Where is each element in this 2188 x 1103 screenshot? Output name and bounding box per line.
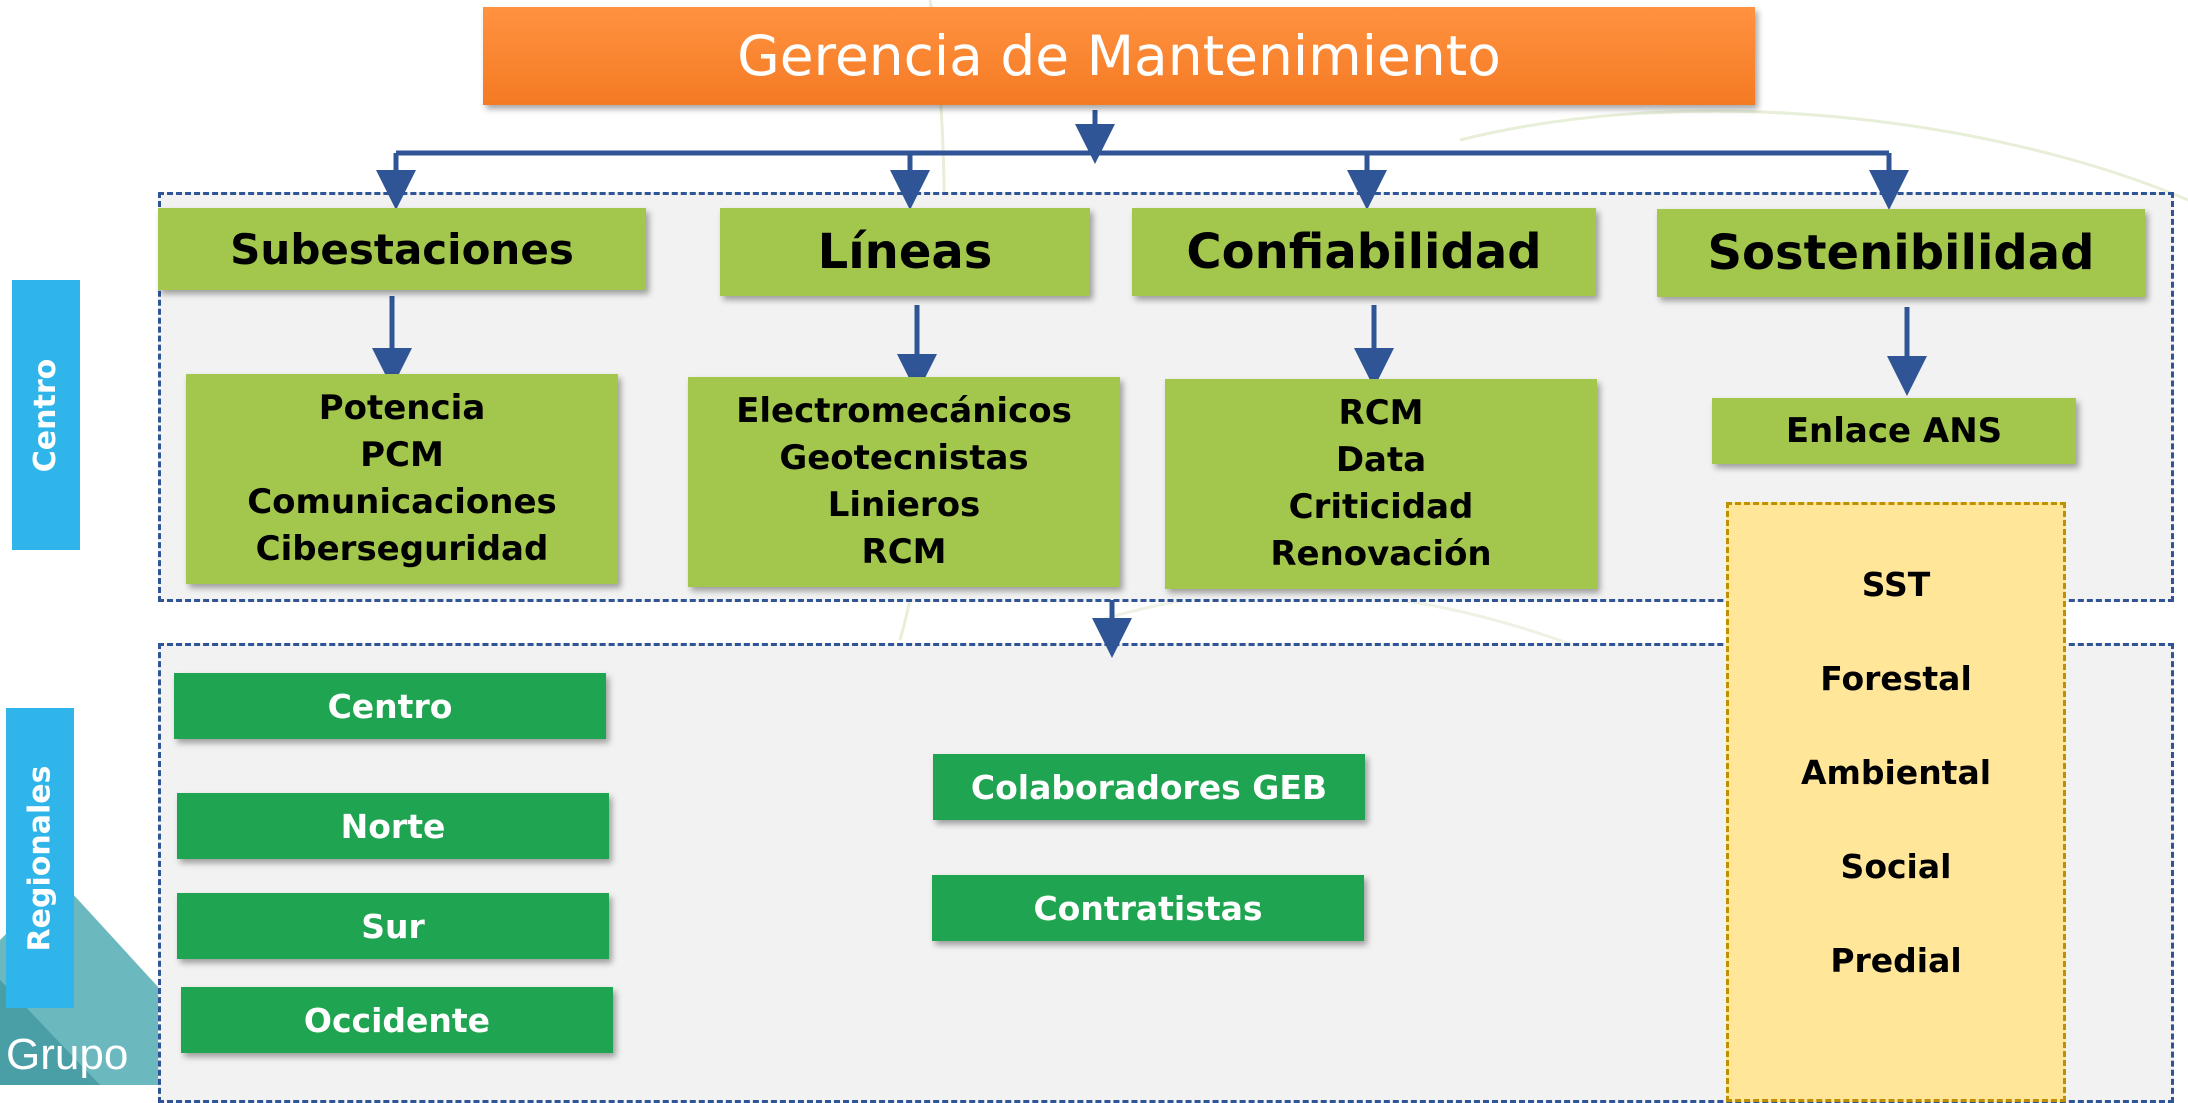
- teams-confiabilidad: RCM Data Criticidad Renovación: [1165, 379, 1597, 589]
- team-item: Criticidad: [1288, 487, 1474, 527]
- regional-occidente: Occidente: [181, 987, 613, 1053]
- dept-subestaciones: Subestaciones: [158, 208, 646, 290]
- personal-colaboradores-geb: Colaboradores GEB: [933, 754, 1365, 820]
- regional-occidente-label: Occidente: [303, 1000, 491, 1040]
- regional-sur-label: Sur: [361, 906, 425, 946]
- area-item: Ambiental: [1800, 753, 1992, 792]
- side-tab-regionales: Regionales: [6, 708, 74, 1008]
- personal-contratistas: Contratistas: [932, 875, 1364, 941]
- dept-confiabilidad: Confiabilidad: [1132, 208, 1596, 296]
- team-item: RCM: [861, 532, 947, 572]
- team-item: PCM: [360, 435, 444, 475]
- regional-norte: Norte: [177, 793, 609, 859]
- sostenibilidad-areas-box: SST Forestal Ambiental Social Predial: [1726, 502, 2066, 1102]
- dept-sostenibilidad-label: Sostenibilidad: [1707, 225, 2095, 281]
- team-item: Linieros: [827, 485, 981, 525]
- teams-sostenibilidad: Enlace ANS: [1712, 398, 2076, 464]
- area-item: Forestal: [1820, 659, 1972, 698]
- personal-contratistas-label: Contratistas: [1033, 888, 1263, 928]
- teams-lineas: Electromecánicos Geotecnistas Linieros R…: [688, 377, 1120, 587]
- regional-sur: Sur: [177, 893, 609, 959]
- dept-confiabilidad-label: Confiabilidad: [1186, 224, 1542, 280]
- team-item: RCM: [1338, 393, 1424, 433]
- team-item: Geotecnistas: [779, 438, 1029, 478]
- teams-subestaciones: Potencia PCM Comunicaciones Cibersegurid…: [186, 374, 618, 584]
- team-item: Renovación: [1270, 534, 1492, 574]
- dept-subestaciones-label: Subestaciones: [230, 224, 574, 274]
- team-item: Electromecánicos: [736, 391, 1072, 431]
- regional-centro: Centro: [174, 673, 606, 739]
- team-item: Comunicaciones: [247, 482, 557, 522]
- side-tab-centro: Centro: [12, 280, 80, 550]
- company-logo-text: Grupo: [6, 1030, 129, 1079]
- team-item: Ciberseguridad: [255, 529, 549, 569]
- area-item: Social: [1840, 847, 1952, 886]
- team-item: Potencia: [318, 388, 486, 428]
- dept-lineas: Líneas: [720, 208, 1090, 296]
- regional-centro-label: Centro: [327, 686, 453, 726]
- title-text: Gerencia de Mantenimiento: [737, 24, 1501, 88]
- team-item: Enlace ANS: [1785, 410, 2003, 451]
- dept-lineas-label: Líneas: [817, 224, 993, 280]
- team-item: Data: [1335, 440, 1427, 480]
- personal-colaboradores-geb-label: Colaboradores GEB: [970, 767, 1328, 807]
- regional-norte-label: Norte: [340, 806, 446, 846]
- title-box: Gerencia de Mantenimiento: [483, 7, 1755, 105]
- area-item: SST: [1861, 565, 1931, 604]
- dept-sostenibilidad: Sostenibilidad: [1657, 209, 2145, 297]
- area-item: Predial: [1830, 941, 1962, 980]
